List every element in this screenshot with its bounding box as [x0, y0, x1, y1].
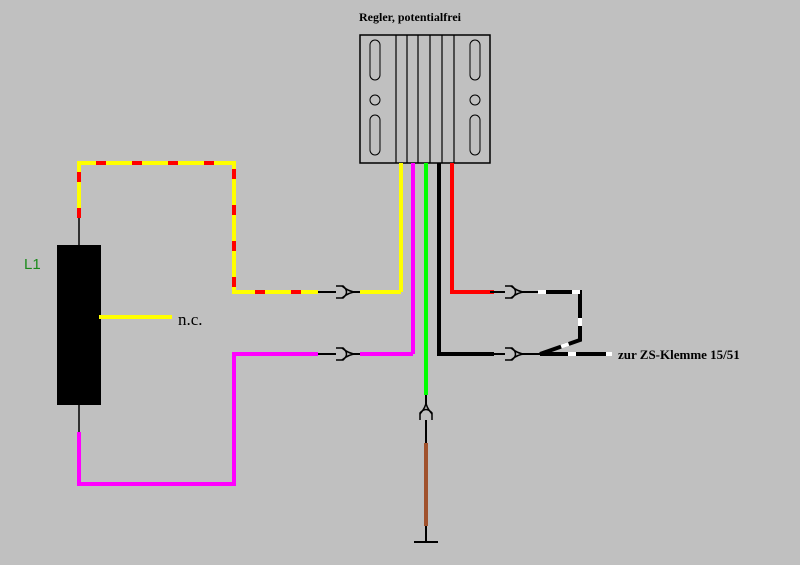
- regulator-black-wire: [437, 163, 505, 356]
- regulator-red-wire: [450, 163, 505, 294]
- coil-l1: [57, 218, 172, 432]
- regulator-yellow-wire: [352, 163, 403, 294]
- yellow-red-wire: [77, 161, 336, 294]
- connector-icon: [419, 401, 433, 420]
- regulator-title: Regler, potentialfrei: [359, 10, 461, 24]
- ignition-terminal-label: zur ZS-Klemme 15/51: [618, 347, 740, 362]
- not-connected-label: n.c.: [178, 310, 203, 329]
- regulator-magenta-wire: [352, 163, 415, 356]
- magenta-wire-coil: [77, 352, 336, 486]
- coil-label: L1: [24, 256, 41, 273]
- regulator: [359, 34, 491, 164]
- ignition-feed-wire: [520, 290, 612, 356]
